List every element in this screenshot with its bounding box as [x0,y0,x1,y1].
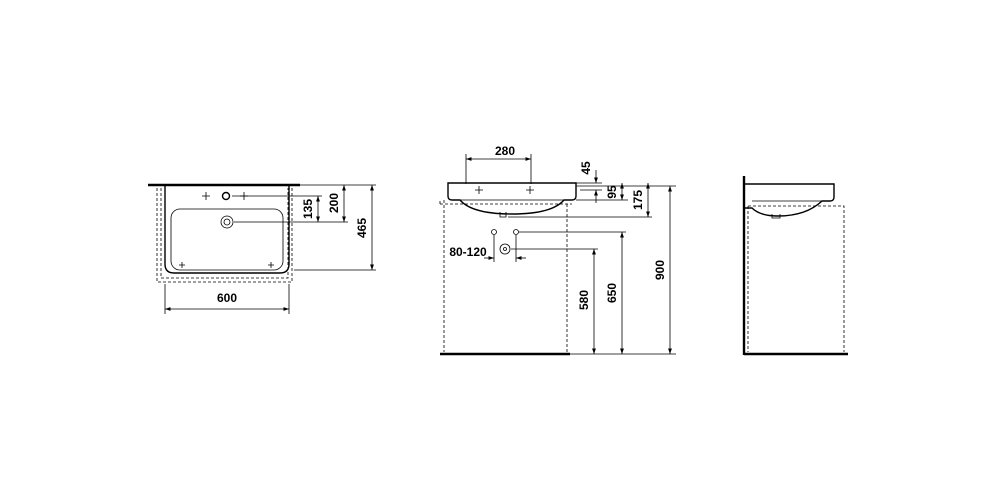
plan-cabinet-outline [156,188,293,283]
front-cabinet-outline [439,200,572,352]
plan-depth-465-label: 465 [355,218,369,238]
plan-cabinet-inner [160,188,289,279]
front-drain-outlet-center-icon [503,247,507,251]
front-tap-mark-right-icon [526,186,534,194]
side-view [742,176,848,356]
front-drain-outlet-icon [499,243,511,255]
plan-corner-mark-icon [268,262,274,268]
front-tap-spacing-label: 280 [495,144,515,158]
plan-width-label: 600 [217,291,237,305]
front-drain-offset-label: 80-120 [449,245,487,259]
front-water-inlet-left-icon [491,229,497,235]
front-900-label: 900 [653,260,667,280]
front-tap-mark-left-icon [475,186,483,194]
front-95-label: 95 [605,185,619,199]
side-cabinet-outline [747,205,845,352]
front-elevation: 280 45 95 175 900 80-120 580 [439,144,676,356]
plan-drain-inner-icon [223,218,231,226]
front-175-label: 175 [631,190,645,210]
plan-faucet-mark-left-icon [202,192,210,200]
front-drain-stub [499,212,507,218]
front-580-label: 580 [577,290,591,310]
plan-view: 600 135 200 465 [148,183,376,314]
plan-basin-outline [164,186,290,274]
front-water-inlet-right-icon [513,229,519,235]
side-basin-profile [745,183,835,217]
plan-bowl [170,208,284,271]
front-rim-45-label: 45 [579,161,593,175]
plan-drain-outer-icon [220,215,234,229]
front-basin-body [447,182,577,215]
plan-corner-mark-icon [179,262,185,268]
plan-depth-200-label: 200 [327,193,341,213]
front-650-label: 650 [605,283,619,303]
plan-tap-hole-icon [221,191,231,201]
plan-depth-135-label: 135 [301,199,315,219]
side-drain-stub [771,214,781,219]
